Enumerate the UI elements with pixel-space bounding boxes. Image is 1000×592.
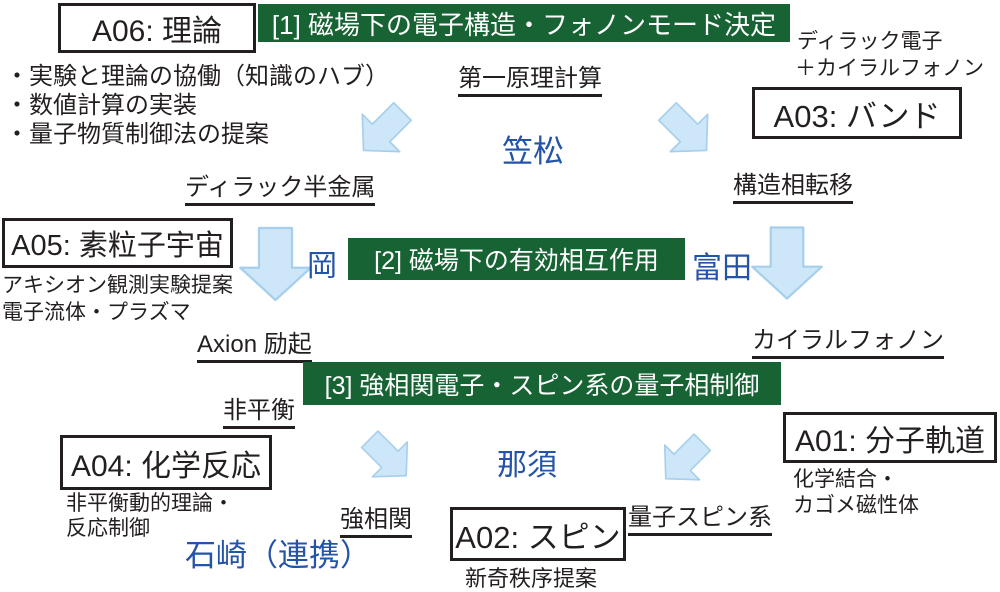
a01-note-1: 化学結合・ <box>793 468 898 491</box>
arrow-down-right-icon <box>657 101 709 153</box>
a06-bullet-2: ・数値計算の実装 <box>5 92 197 119</box>
a06-bullet-1: ・実験と理論の協働（知識のハブ） <box>5 63 389 90</box>
group-box-a02: A02: スピン <box>450 507 626 561</box>
keyword-first-principles: 第一原理計算 <box>458 58 602 97</box>
phase-3-banner: [3] 強相関電子・スピン系の量子相制御 <box>303 362 781 405</box>
a02-note-1: 新奇秩序提案 <box>465 566 598 591</box>
group-a05-title: A05: 素粒子宇宙 <box>11 230 224 262</box>
a03-note-1: ディラック電子 <box>797 30 943 53</box>
researcher-kasamatsu: 笠松 <box>502 134 564 169</box>
researcher-nasu: 那須 <box>497 449 557 482</box>
group-a06-title: A06: 理論 <box>91 15 223 48</box>
phase-1-label: [1] 磁場下の電子構造・フォノンモード決定 <box>271 9 777 40</box>
group-a01-title: A01: 分子軌道 <box>794 424 986 458</box>
group-a02-title: A02: スピン <box>455 519 621 555</box>
group-box-a04: A04: 化学反応 <box>60 435 272 490</box>
researcher-oka: 岡 <box>307 250 337 283</box>
keyword-strongly-correlated: 強相関 <box>340 499 412 538</box>
keyword-structural-transition: 構造相転移 <box>733 165 853 204</box>
phase-3-label: [3] 強相関電子・スピン系の量子相制御 <box>324 371 760 400</box>
a01-note-2: カゴメ磁性体 <box>793 494 919 517</box>
group-box-a01: A01: 分子軌道 <box>783 412 997 463</box>
a04-note-1: 非平衡動的理論・ <box>66 492 234 515</box>
keyword-axion-excitation: Axion 励起 <box>197 324 312 363</box>
arrow-down-icon <box>751 226 823 300</box>
a06-bullet-list: ・実験と理論の協働（知識のハブ） ・数値計算の実装 ・量子物質制御法の提案 <box>5 62 389 149</box>
a05-note-list: アキシオン観測実験提案 電子流体・プラズマ <box>2 272 233 326</box>
group-a03-title: A03: バンド <box>773 98 941 134</box>
phase-1-banner: [1] 磁場下の電子構造・フォノンモード決定 <box>258 4 790 42</box>
a04-note-list: 非平衡動的理論・ 反応制御 <box>66 491 234 541</box>
researcher-tomita: 富田 <box>692 252 752 285</box>
arrow-down-left-icon <box>663 433 712 481</box>
researcher-ishizaki: 石崎（連携） <box>185 538 371 573</box>
phase-2-label: [2] 磁場下の有効相互作用 <box>374 247 659 275</box>
keyword-nonequilibrium: 非平衡 <box>223 390 295 429</box>
group-box-a06: A06: 理論 <box>58 3 256 53</box>
keyword-quantum-spin-system: 量子スピン系 <box>628 497 772 536</box>
group-box-a03: A03: バンド <box>752 87 962 139</box>
a03-note-2: ＋カイラルフォノン <box>795 57 984 80</box>
keyword-chiral-phonon: カイラルフォノン <box>752 320 944 359</box>
group-a04-title: A04: 化学反応 <box>70 449 262 483</box>
arrow-down-icon <box>239 226 312 302</box>
a05-note-2: 電子流体・プラズマ <box>2 301 191 324</box>
arrow-down-left-icon <box>361 101 413 153</box>
a06-bullet-3: ・量子物質制御法の提案 <box>5 121 269 148</box>
a04-note-2: 反応制御 <box>66 517 150 540</box>
phase-2-banner: [2] 磁場下の有効相互作用 <box>348 238 685 280</box>
keyword-dirac-semimetal: ディラック半金属 <box>185 167 376 206</box>
group-box-a05: A05: 素粒子宇宙 <box>2 218 233 268</box>
a01-note-list: 化学結合・ カゴメ磁性体 <box>793 467 919 519</box>
arrow-down-right-icon <box>360 430 409 478</box>
a05-note-1: アキシオン観測実験提案 <box>2 274 233 297</box>
